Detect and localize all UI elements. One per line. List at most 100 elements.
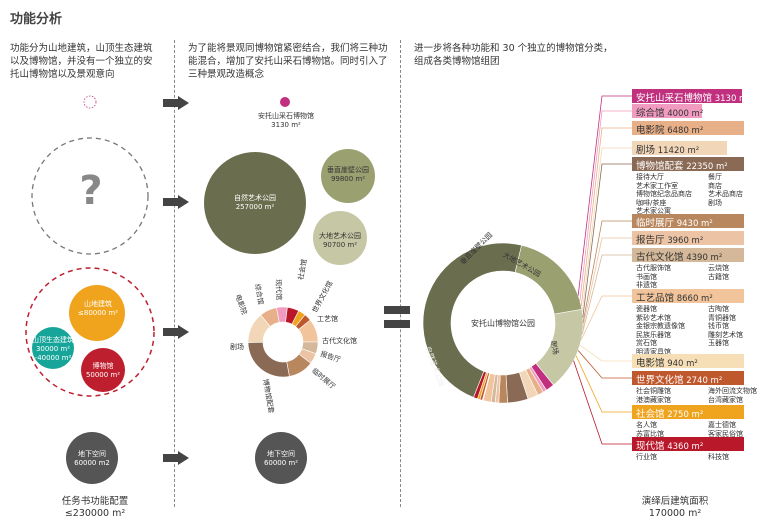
leader-line xyxy=(581,254,632,335)
natural-park-circle xyxy=(204,152,306,254)
legend-sub-item: 古籍馆 xyxy=(708,272,729,281)
ring-segment xyxy=(514,244,583,315)
col1-intro: 功能分为山地建筑，山顶生态建筑 以及博物馆，并没有一个独立的安 托山博物馆以及景… xyxy=(10,43,153,80)
legend-sub-item: 海外回流文物馆 xyxy=(708,387,757,395)
arrow-icon xyxy=(163,195,189,209)
legend-label: 电影馆 940 m² xyxy=(636,355,698,369)
legend-sub-item: 商店 xyxy=(708,181,722,190)
ring-segment xyxy=(422,242,522,398)
legend-area: 4000 m² xyxy=(664,109,704,119)
legend-bar xyxy=(632,89,742,103)
legend-name: 综合馆 xyxy=(636,108,665,119)
question-circle xyxy=(31,137,149,255)
legend-name: 临时展厅 xyxy=(636,218,675,229)
legend-area: 2740 m² xyxy=(683,376,723,386)
legend-sub-item: 剧场 xyxy=(708,198,722,207)
legend-sub-item: 嘉士德馆 xyxy=(708,421,736,429)
earth-park-label: 大地艺术公园 90700 m² xyxy=(319,232,361,249)
legend-sub-item: 民族乐器馆 xyxy=(636,330,671,339)
legend-sub-item: 接待大厅 xyxy=(636,173,664,181)
ring-segment xyxy=(247,341,290,378)
legend-label: 临时展厅 9430 m² xyxy=(636,215,713,229)
legend-name: 世界文化馆 xyxy=(636,375,684,386)
legend-sub-item: 瓷器馆 xyxy=(636,305,657,313)
legend-sub-item: 雕刻艺术馆 xyxy=(708,330,743,339)
legend-sub-item: 钱币馆 xyxy=(708,322,729,330)
col1-diagram xyxy=(25,95,155,484)
legend-bar xyxy=(632,231,744,245)
leader-line xyxy=(579,110,632,301)
legend-sub-item: 非遗馆 xyxy=(636,281,657,289)
col3-diagram xyxy=(422,95,632,445)
legend-sub-item: 科技馆 xyxy=(708,453,729,461)
underground-circle xyxy=(66,432,118,484)
legend-name: 电影院 xyxy=(636,125,665,136)
legend-sub-item: 苏富比馆 xyxy=(636,429,664,438)
legend-name: 剧场 xyxy=(636,145,656,156)
ring-segment xyxy=(247,314,271,343)
leader-line xyxy=(581,147,632,312)
arrow-icon xyxy=(163,451,189,465)
col2-ring xyxy=(247,306,319,378)
earth-park-circle xyxy=(313,211,367,265)
legend-name: 工艺品馆 xyxy=(636,293,675,304)
legend-area: 3130 m² xyxy=(712,94,751,104)
leader-line xyxy=(577,95,632,296)
legend-sub-item: 金银宗教遗像馆 xyxy=(636,322,685,330)
leader-line xyxy=(575,355,632,413)
legend-area: 6480 m² xyxy=(664,126,704,136)
legend-sub-item: 台湾藏家馆 xyxy=(708,395,743,404)
col2-diagram xyxy=(204,97,375,484)
underground-label-2: 地下空间 60000 m² xyxy=(263,450,299,467)
legend-label: 博物馆配套 22350 m² xyxy=(636,158,728,172)
legend-label: 安托山采石博物馆 3130 m² xyxy=(636,90,751,104)
legend-area: 940 m² xyxy=(664,359,698,369)
legend-bar xyxy=(632,214,744,228)
eco-building-circle xyxy=(32,327,74,369)
legend-sub-item: 艺术家公寓 xyxy=(636,207,671,215)
equals-icon-bar xyxy=(384,320,410,328)
quarry-museum-label: 安托山采石博物馆 3130 m² xyxy=(258,112,314,129)
legend-name: 现代馆 xyxy=(636,441,665,452)
legend-bar xyxy=(632,289,744,303)
legend-sub-item: 赏石馆 xyxy=(636,339,657,347)
leader-line xyxy=(582,237,632,329)
underground-label-1: 地下空间 60000 m2 xyxy=(74,450,110,467)
legend-sub-item: 名人馆 xyxy=(636,421,657,429)
legend-area: 22350 m² xyxy=(683,162,728,172)
mountain-building-circle xyxy=(69,285,125,341)
page-title: 功能分析 xyxy=(10,12,63,27)
leader-lines xyxy=(573,95,632,445)
legend-sub-item: 行业馆 xyxy=(636,453,657,461)
legend-name: 报告厅 xyxy=(636,235,665,246)
legend-area: 9430 m² xyxy=(674,219,713,229)
legend-label: 报告厅 3960 m² xyxy=(636,232,703,246)
legend-sub-item: 古陶馆 xyxy=(708,305,729,313)
vertical-park-circle xyxy=(321,149,375,203)
col3-center-label: 安托山博物馆公园 xyxy=(471,319,535,328)
legend-name: 安托山采石博物馆 xyxy=(636,93,713,104)
underground-circle-2 xyxy=(255,432,307,484)
legend-area: 3960 m² xyxy=(664,236,704,246)
legend-sub-item: 餐厅 xyxy=(708,173,722,181)
arrow-icon xyxy=(163,96,189,110)
legend-sub-item: 艺术品商店 xyxy=(708,190,743,198)
legend-sub-item: 青铜器馆 xyxy=(708,313,736,322)
leader-line xyxy=(582,220,632,324)
legend-bar xyxy=(632,405,744,419)
legend-sub-item: 书画馆 xyxy=(636,272,657,281)
legend-area: 2750 m² xyxy=(664,410,704,420)
legend-area: 4360 m² xyxy=(664,442,704,452)
col3-footer: 演绎后建筑面积 170000 m² xyxy=(641,496,709,519)
leader-line xyxy=(582,163,632,318)
legend-bar xyxy=(632,141,727,155)
legend-label: 古代文化馆 4390 m² xyxy=(636,249,722,263)
ring-label-modern: 现代馆 xyxy=(274,279,283,301)
quarry-museum-dot xyxy=(280,97,290,107)
legend-bar xyxy=(632,371,744,385)
col3-ring xyxy=(422,242,584,404)
legend-area: 4390 m² xyxy=(683,253,723,263)
legend-label: 现代馆 4360 m² xyxy=(636,438,703,452)
legend-sub-item: 紫砂艺术馆 xyxy=(636,313,671,322)
ring-label-theater: 剧场 xyxy=(230,343,244,351)
